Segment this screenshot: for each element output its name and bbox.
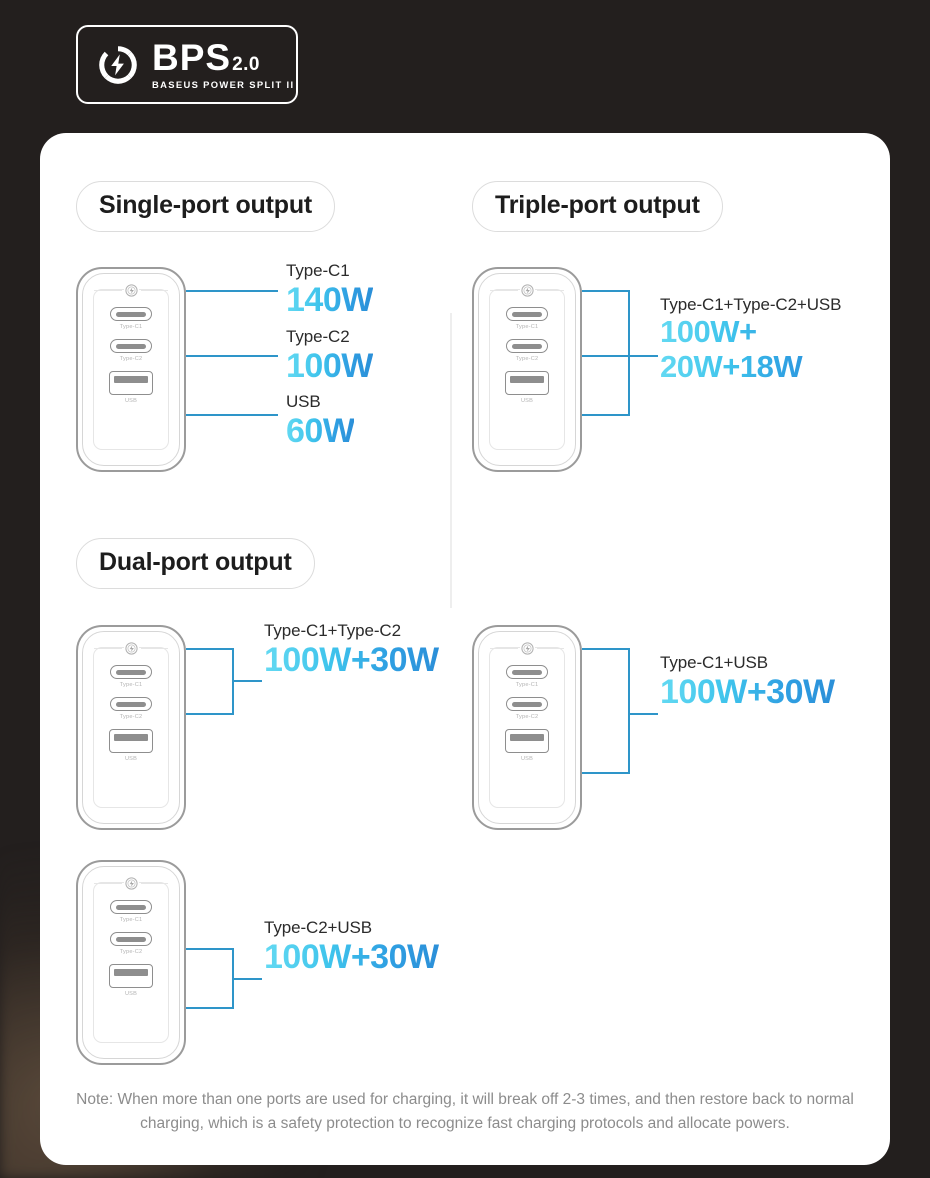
brand-logo-badge: BPS 2.0 BASEUS POWER SPLIT II [76,25,298,104]
connector-lines-icon [186,290,278,416]
charger-illustration: Type-C1 Type-C2 USB [76,267,186,472]
charger-illustration: Type-C1 Type-C2 USB [76,860,186,1065]
brand-wordmark: BPS 2.0 BASEUS POWER SPLIT II [152,39,294,89]
port-type-c1: Type-C1 [110,900,152,923]
charger-illustration: Type-C1 Type-C2 USB [76,625,186,830]
port-usb-a: USB [505,729,549,762]
charger-illustration: Type-C1 Type-C2 USB [472,625,582,830]
output-triple: Type-C1+Type-C2+USB 100W+ 20W+18W [660,295,842,384]
port-type-c1: Type-C1 [110,307,152,330]
connector-bracket-icon [582,290,658,416]
footer-note: Note: When more than one ports are used … [76,1091,854,1132]
brand-subtitle: BASEUS POWER SPLIT II [152,79,295,91]
port-type-c1: Type-C1 [506,665,548,688]
output-dual-1: Type-C1+Type-C2 100W+30W [264,621,439,679]
dual-port-group-c1-c2: Type-C1 Type-C2 USB [76,621,494,830]
section-title-triple-port: Triple-port output [472,181,723,232]
column-divider [450,313,452,608]
port-usb-a: USB [109,729,153,762]
charger-illustration: Type-C1 Type-C2 USB [472,267,582,472]
output-dual-2: Type-C1+USB 100W+30W [660,653,835,711]
port-type-c1: Type-C1 [110,665,152,688]
port-type-c2: Type-C2 [110,697,152,720]
connector-bracket-icon [186,648,262,715]
port-type-c2: Type-C2 [506,697,548,720]
port-type-c2: Type-C2 [506,339,548,362]
triple-port-connectors [582,267,660,472]
bolt-badge-icon [123,875,139,891]
connector-bracket-icon [186,948,262,1009]
port-usb-a: USB [109,964,153,997]
dual-connector-c1-usb [582,625,660,830]
port-usb-a: USB [109,371,153,404]
output-single-1: Type-C1 140W [286,261,373,319]
connector-bracket-icon [582,648,658,774]
output-single-3: USB 60W [286,392,355,450]
bolt-badge-icon [519,282,535,298]
dual-port-group-c1-usb: Type-C1 Type-C2 USB [472,625,890,830]
brand-name: BPS [152,37,232,79]
output-single-2: Type-C2 100W [286,327,373,385]
bolt-badge-icon [123,282,139,298]
bolt-badge-icon [519,640,535,656]
port-type-c1: Type-C1 [506,307,548,330]
section-title-dual-port: Dual-port output [76,538,315,589]
output-dual-3: Type-C2+USB 100W+30W [264,918,439,976]
dual-connector-c2-usb [186,860,264,1065]
dual-connector-c1-c2 [186,625,264,830]
port-type-c2: Type-C2 [110,932,152,955]
port-usb-a: USB [505,371,549,404]
bolt-in-circle-icon [96,43,140,87]
bolt-badge-icon [123,640,139,656]
single-port-group: Type-C1 Type-C2 USB [76,261,496,472]
single-port-connectors [186,267,286,472]
triple-port-group: Type-C1 Type-C2 USB [472,267,910,472]
section-title-single-port: Single-port output [76,181,336,232]
port-type-c2: Type-C2 [110,339,152,362]
content-card: Single-port output [40,133,890,1165]
brand-version: 2.0 [232,54,260,76]
dual-port-group-c2-usb: Type-C1 Type-C2 USB [76,860,494,1065]
